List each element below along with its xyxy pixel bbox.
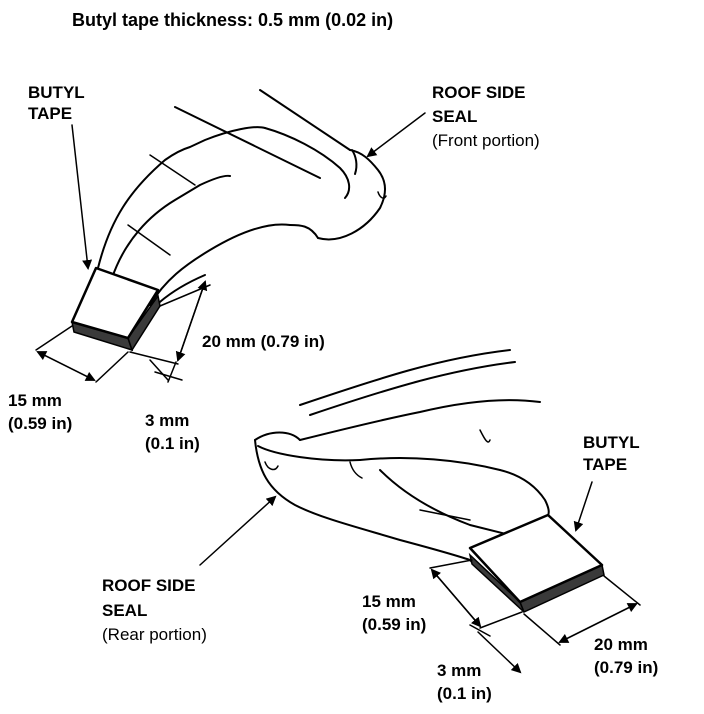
rear-roof-side-seal [254, 349, 550, 606]
tape-thickness-note: Butyl tape thickness: 0.5 mm (0.02 in) [72, 10, 394, 30]
rear-tape-label-line1: BUTYL [583, 433, 640, 452]
front-seal-label-line2: SEAL [432, 107, 478, 126]
rear-dimensions [429, 559, 641, 674]
rear-tape-label-line2: TAPE [583, 455, 628, 474]
front-tape-label-line1: BUTYL [28, 83, 85, 102]
rear-butyl-tape [468, 513, 605, 614]
front-dimensions [35, 280, 211, 383]
rear-seal-label-line2: SEAL [102, 601, 148, 620]
front-seal-portion: (Front portion) [432, 131, 540, 150]
rear-dim-width-in: (0.59 in) [362, 615, 427, 634]
front-roof-side-seal [97, 89, 387, 341]
front-dim-offset-mm: 3 mm [145, 411, 190, 430]
front-dim-offset-in: (0.1 in) [145, 434, 200, 453]
rear-dim-offset-in: (0.1 in) [437, 684, 492, 703]
rear-seal-label-line1: ROOF SIDE [102, 576, 196, 595]
rear-seal-leader [199, 495, 277, 566]
front-seal-label-line1: ROOF SIDE [432, 83, 526, 102]
front-seal-leader [366, 112, 426, 158]
rear-seal-portion: (Rear portion) [102, 625, 207, 644]
front-butyl-tape [70, 266, 161, 352]
rear-tape-leader [573, 481, 593, 532]
rear-dim-length-mm: 20 mm [594, 635, 648, 654]
rear-dim-offset-mm: 3 mm [437, 661, 482, 680]
front-dim-length: 20 mm (0.79 in) [202, 332, 325, 351]
front-dim-width-in: (0.59 in) [8, 414, 73, 433]
front-tape-label-line2: TAPE [28, 104, 73, 123]
front-dim-width-mm: 15 mm [8, 391, 62, 410]
rear-dim-width-mm: 15 mm [362, 592, 416, 611]
front-tape-leader [71, 124, 93, 270]
rear-dim-length-in: (0.79 in) [594, 658, 659, 677]
